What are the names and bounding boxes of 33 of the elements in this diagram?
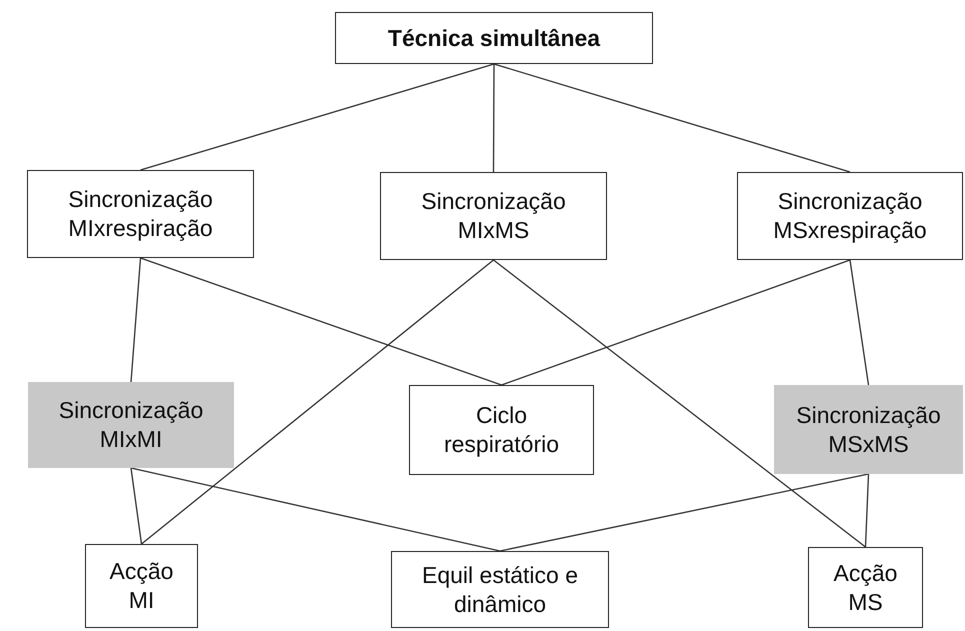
box-label: Ciclo respiratório <box>442 401 560 459</box>
connector-line <box>140 63 494 171</box>
connector-line <box>500 473 869 552</box>
box-label: Sincronização MIxMI <box>58 396 204 454</box>
process-box <box>380 172 607 260</box>
process-box <box>409 385 594 475</box>
box-label: Sincronização MSxrespiração <box>772 187 928 245</box>
connector-line <box>130 258 142 382</box>
box-label: Equil estático e dinâmico <box>421 560 579 618</box>
process-box <box>391 551 609 628</box>
connector-line <box>849 260 870 386</box>
box-label: Sincronização MSxMS <box>795 400 942 458</box>
shaded-box <box>28 382 234 468</box>
connector-line <box>494 63 850 173</box>
process-box <box>335 12 653 64</box>
connector-line <box>493 259 866 548</box>
process-box <box>737 172 963 260</box>
box-label: Sincronização MIxrespiração <box>67 185 214 243</box>
shaded-box <box>774 385 963 474</box>
connector-line <box>130 467 500 552</box>
connector-line <box>501 259 850 386</box>
process-box <box>85 544 198 628</box>
connector-line <box>864 474 870 548</box>
connector-line <box>492 64 495 172</box>
connector-line <box>130 468 142 544</box>
box-label: Acção MI <box>108 557 174 615</box>
box-label: Técnica simultânea <box>388 24 600 52</box>
box-label: Sincronização MIxMS <box>420 187 567 245</box>
process-box <box>808 547 923 628</box>
box-label: Acção MS <box>832 558 898 616</box>
connector-line <box>140 257 502 386</box>
process-box <box>27 170 254 258</box>
connector-line <box>141 260 494 544</box>
